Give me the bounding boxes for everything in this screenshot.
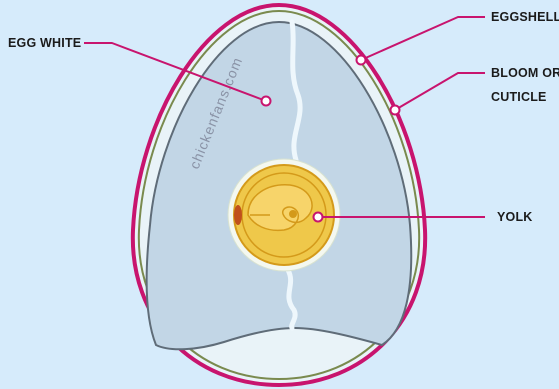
- bloom-leader: [395, 73, 485, 110]
- egg-white-label: EGG WHITE: [8, 36, 81, 50]
- eggshell-leader: [361, 17, 485, 60]
- yolk-pointer: [314, 213, 323, 222]
- egg-white-pointer: [262, 97, 271, 106]
- yolk-label: YOLK: [497, 210, 533, 224]
- eggshell-pointer: [357, 56, 366, 65]
- latebra-center: [289, 210, 297, 218]
- blastoderm: [234, 205, 242, 225]
- eggshell-label: EGGSHELL: [491, 10, 559, 24]
- bloom-label-line1: BLOOM OR: [491, 66, 559, 80]
- bloom-label-line2: CUTICLE: [491, 90, 547, 104]
- bloom-pointer: [391, 106, 400, 115]
